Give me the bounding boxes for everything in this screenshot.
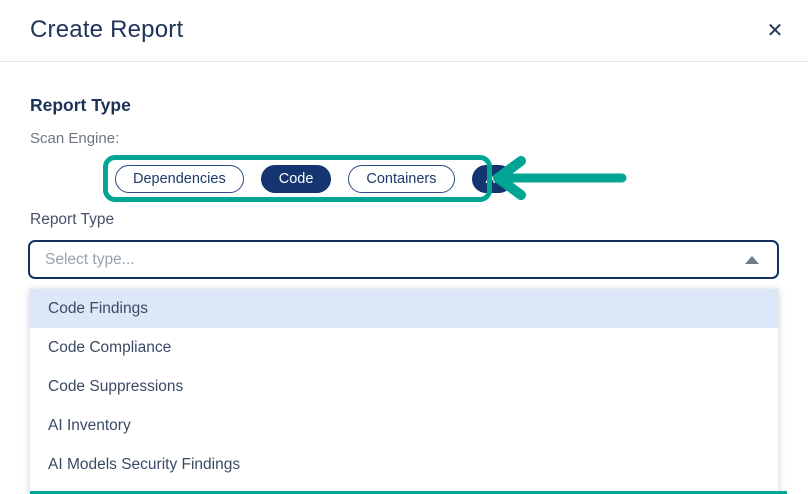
- option-code-compliance[interactable]: Code Compliance: [48, 339, 172, 356]
- pill-dependencies[interactable]: Dependencies: [115, 165, 244, 193]
- modal-header: Create Report ✕: [0, 0, 808, 62]
- option-ai-models-security-findings[interactable]: AI Models Security Findings: [48, 456, 241, 473]
- scan-engine-pills: Dependencies Code Containers AI: [115, 165, 514, 193]
- option-ai-inventory[interactable]: AI Inventory: [48, 417, 131, 434]
- report-type-select[interactable]: Select type...: [28, 240, 779, 279]
- close-icon[interactable]: ✕: [766, 20, 784, 42]
- option-code-suppressions[interactable]: Code Suppressions: [48, 378, 184, 395]
- report-type-dropdown: Code Findings Code Compliance Code Suppr…: [30, 289, 778, 494]
- pill-code[interactable]: Code: [260, 165, 332, 193]
- report-type-field-label: Report Type: [30, 211, 115, 228]
- option-code-findings[interactable]: Code Findings: [30, 289, 778, 328]
- modal-title: Create Report: [30, 16, 184, 43]
- pill-ai[interactable]: AI: [471, 165, 514, 193]
- pill-containers[interactable]: Containers: [348, 165, 455, 193]
- select-placeholder: Select type...: [45, 251, 135, 268]
- annotation-left-arrow-icon: [493, 156, 627, 200]
- report-type-heading: Report Type: [30, 95, 131, 115]
- scan-engine-label: Scan Engine:: [30, 130, 120, 147]
- caret-up-icon: [745, 256, 759, 264]
